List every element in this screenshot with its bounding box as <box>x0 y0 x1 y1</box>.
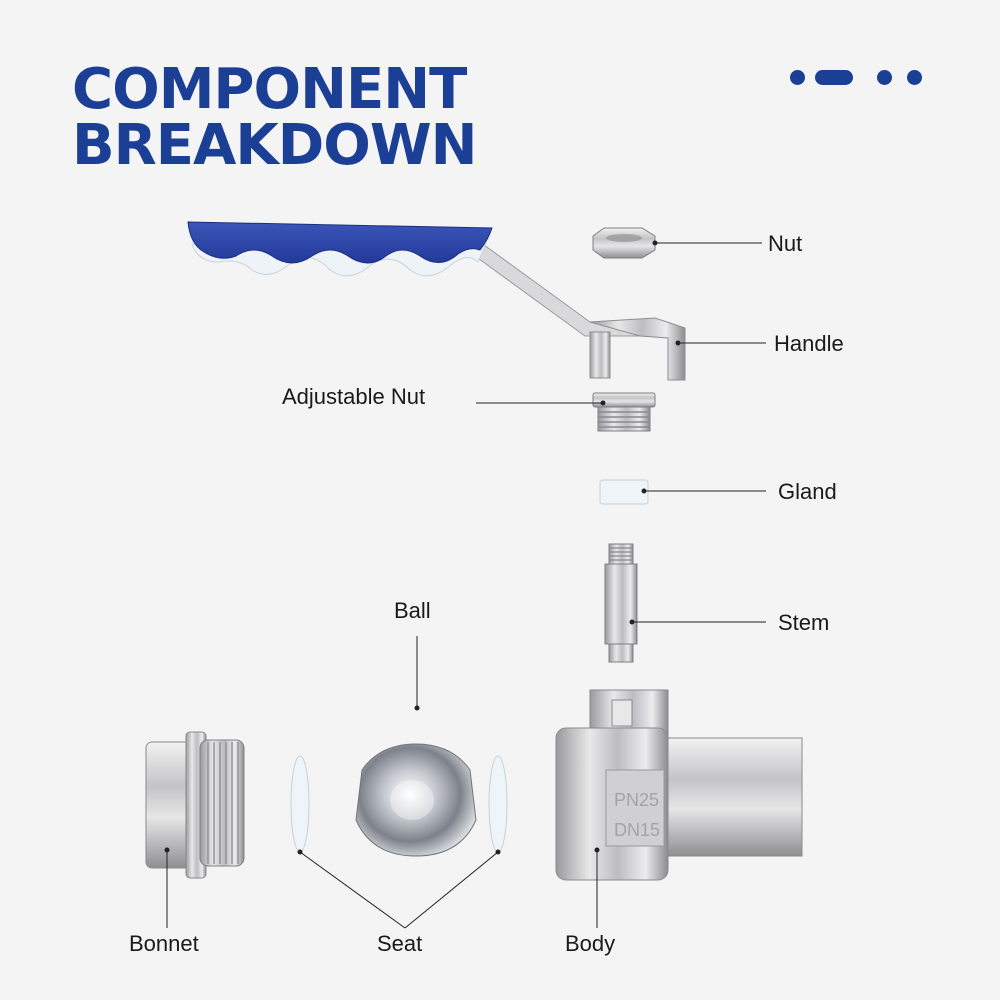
dot-4 <box>907 70 922 85</box>
adjustable-nut-part <box>592 392 656 432</box>
dot-1 <box>790 70 805 85</box>
label-handle: Handle <box>774 331 844 356</box>
label-nut: Nut <box>768 231 803 256</box>
body-marking-dn: DN15 <box>614 820 660 840</box>
label-ball: Ball <box>394 598 431 623</box>
bonnet-part <box>145 731 245 879</box>
label-stem: Stem <box>778 610 830 635</box>
title-line-2: BREAKDOWN <box>72 113 478 178</box>
seat-right-part <box>488 755 508 853</box>
label-adjustable-nut: Adjustable Nut <box>282 384 426 409</box>
label-gland: Gland <box>778 479 837 504</box>
nut-part <box>592 227 656 259</box>
page-title: COMPONENT BREAKDOWN <box>72 57 478 178</box>
title-line-1: COMPONENT <box>72 57 467 122</box>
stem-part <box>604 543 638 663</box>
dot-3 <box>877 70 892 85</box>
label-seat: Seat <box>377 931 423 956</box>
leader-lines <box>164 240 766 929</box>
handle-part <box>187 221 686 381</box>
ball-part <box>355 743 477 857</box>
seat-left-part <box>290 755 310 853</box>
body-part: PN25 DN15 <box>555 689 803 881</box>
body-marking-pn: PN25 <box>614 790 659 810</box>
label-body: Body <box>565 931 616 956</box>
dot-active <box>815 70 853 85</box>
label-bonnet: Bonnet <box>129 931 199 956</box>
gland-part <box>599 479 649 505</box>
